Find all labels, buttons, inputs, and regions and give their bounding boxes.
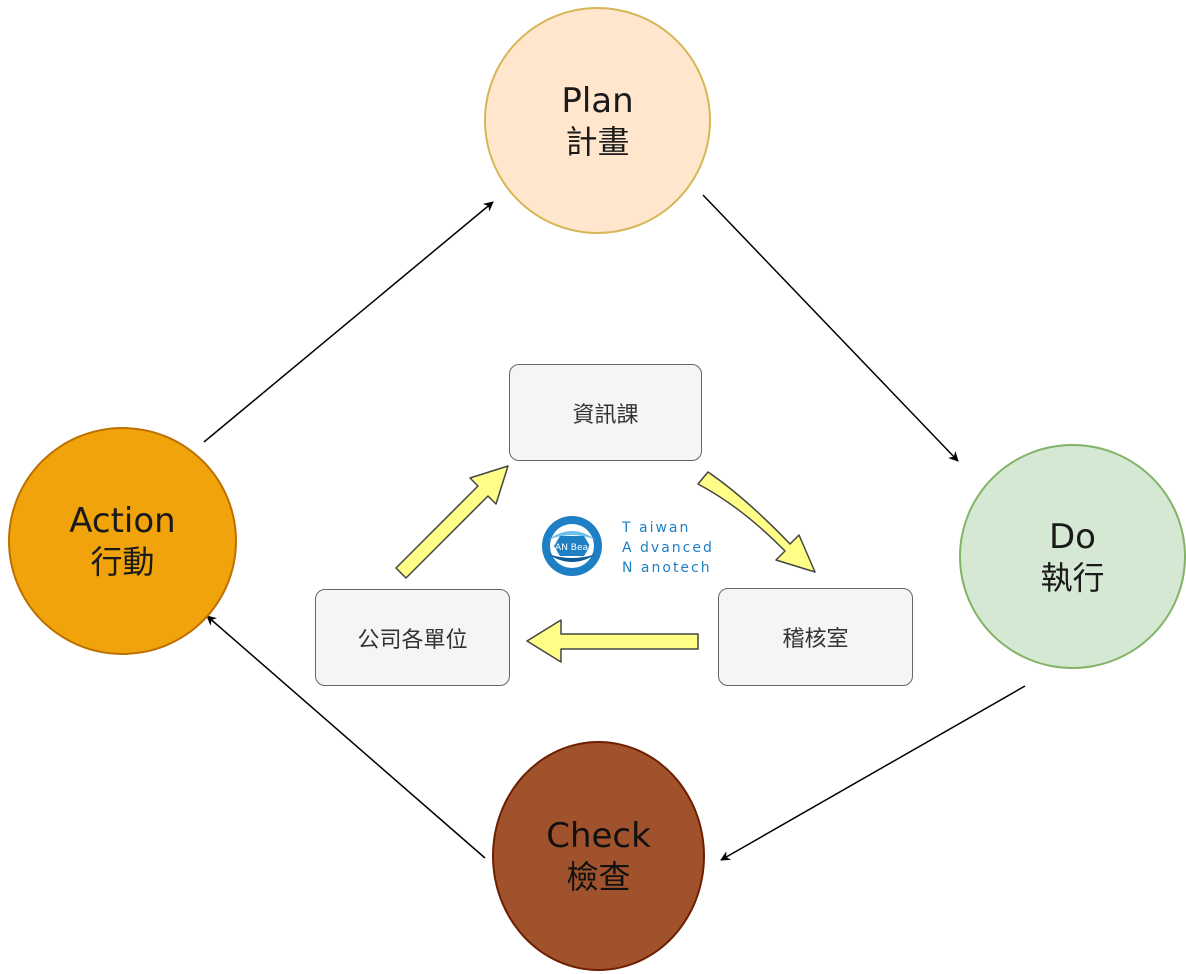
- block-arrow-audit-to-units: [526, 619, 699, 663]
- audit-office-box: 稽核室: [718, 588, 913, 686]
- logo-line-advanced: A dvanced: [622, 540, 714, 556]
- do-label-en: Do: [1049, 516, 1096, 557]
- logo-text: T aiwan A dvanced N anotech: [622, 518, 714, 578]
- plan-label-zh: 計畫: [565, 122, 630, 161]
- plan-node: Plan 計畫: [484, 7, 711, 234]
- arrow-action-to-plan: [203, 201, 494, 443]
- arrow-check-to-action: [206, 615, 486, 859]
- do-node: Do 執行: [959, 444, 1186, 669]
- arrow-plan-to-do: [702, 194, 959, 462]
- info-section-box: 資訊課: [509, 364, 702, 461]
- block-arrow-info-to-audit: [697, 471, 816, 573]
- tan-bead-logo-icon: TAN Bead: [542, 516, 602, 576]
- check-label-zh: 檢查: [566, 858, 631, 896]
- do-label-zh: 執行: [1040, 558, 1105, 597]
- plan-label-en: Plan: [561, 80, 634, 121]
- action-label-en: Action: [69, 501, 176, 541]
- block-arrow-units-to-info: [395, 465, 509, 579]
- arrow-do-to-check: [720, 685, 1026, 861]
- logo-line-nanotech: N anotech: [622, 560, 712, 576]
- check-node: Check 檢查: [492, 741, 705, 971]
- company-logo: TAN Bead T aiwan A dvanced N anotech: [536, 512, 712, 582]
- logo-line-taiwan: T aiwan: [622, 520, 691, 536]
- company-units-box: 公司各單位: [315, 589, 510, 686]
- logo-badge-text: TAN Bead: [549, 543, 594, 553]
- check-label-en: Check: [546, 816, 651, 856]
- action-label-zh: 行動: [90, 543, 155, 581]
- action-node: Action 行動: [8, 427, 237, 655]
